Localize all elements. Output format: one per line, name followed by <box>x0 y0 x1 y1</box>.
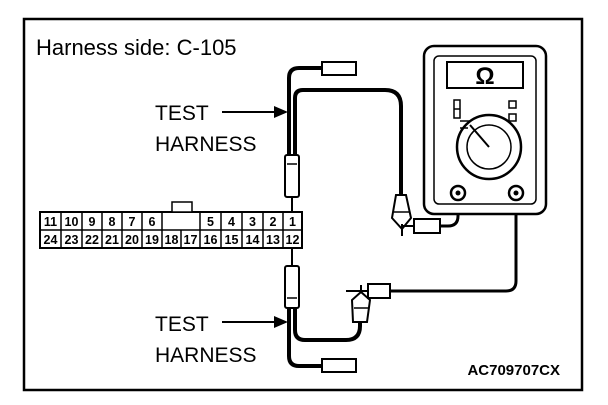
pin-8: 8 <box>109 215 116 229</box>
meter-leads <box>346 196 518 299</box>
pin-19: 19 <box>145 233 159 247</box>
pin-18: 18 <box>165 233 179 247</box>
upper-lead-plug <box>413 218 441 234</box>
upper-lead-wire <box>440 196 460 228</box>
ohmmeter: Ω <box>422 44 548 216</box>
lower-probe-body <box>284 265 300 309</box>
meter-indicator-2 <box>508 113 517 122</box>
upper-harness-wire-b <box>293 88 403 195</box>
pin-21: 21 <box>105 233 119 247</box>
lower-harness-wire-b <box>293 308 362 342</box>
meter-indicator-1 <box>508 100 517 109</box>
pin-17: 17 <box>184 233 198 247</box>
meter-dial-pointer <box>469 124 490 148</box>
connector-lock-key <box>171 201 193 213</box>
test-harness-lower-label: TEST HARNESS <box>155 313 288 367</box>
test-harness-upper-label: TEST HARNESS <box>155 102 288 156</box>
ohm-icon: Ω <box>475 63 494 90</box>
connector-top-dividers <box>60 212 284 230</box>
test-harness-lower-line1: TEST <box>155 313 209 336</box>
pin-5: 5 <box>207 215 214 229</box>
pin-16: 16 <box>204 233 218 247</box>
pin-7: 7 <box>129 215 136 229</box>
pin-24: 24 <box>44 233 58 247</box>
pin-22: 22 <box>85 233 99 247</box>
connector-c105: 11 10 9 8 7 6 5 4 3 2 1 24 23 22 21 20 1… <box>39 201 303 249</box>
test-harness-lower-line2: HARNESS <box>155 344 257 367</box>
pin-13: 13 <box>266 233 280 247</box>
test-harness-upper-line1: TEST <box>155 102 209 125</box>
pin-9: 9 <box>89 215 96 229</box>
test-harness-lower <box>284 248 372 373</box>
connector-bottom-dividers <box>60 230 284 248</box>
pin-23: 23 <box>65 233 79 247</box>
lower-alligator-clip <box>350 290 372 323</box>
pin-15: 15 <box>225 233 239 247</box>
pin-4: 4 <box>228 215 235 229</box>
pin-14: 14 <box>246 233 260 247</box>
lower-open-terminal <box>321 358 357 373</box>
upper-probe-body <box>284 154 300 198</box>
pin-3: 3 <box>249 215 256 229</box>
pin-10: 10 <box>65 215 79 229</box>
pin-6: 6 <box>149 215 156 229</box>
figure-code: AC709707CX <box>467 362 560 379</box>
pin-20: 20 <box>125 233 139 247</box>
meter-display <box>446 61 524 89</box>
upper-open-terminal <box>321 61 357 76</box>
test-harness-upper-line2: HARNESS <box>155 133 257 156</box>
pin-11: 11 <box>44 215 57 229</box>
lower-lead-plug <box>367 283 391 299</box>
lower-harness-wire-a <box>287 308 322 368</box>
upper-harness-wire-a <box>287 66 322 155</box>
pin-2: 2 <box>270 215 277 229</box>
pin-1: 1 <box>289 215 296 229</box>
diagram-title: Harness side: C-105 <box>36 35 237 60</box>
test-harness-upper <box>284 61 413 236</box>
upper-arrow-head <box>274 106 288 118</box>
lower-lead-wire <box>390 196 518 293</box>
pin-12: 12 <box>286 233 300 247</box>
lower-arrow-head <box>274 316 288 328</box>
